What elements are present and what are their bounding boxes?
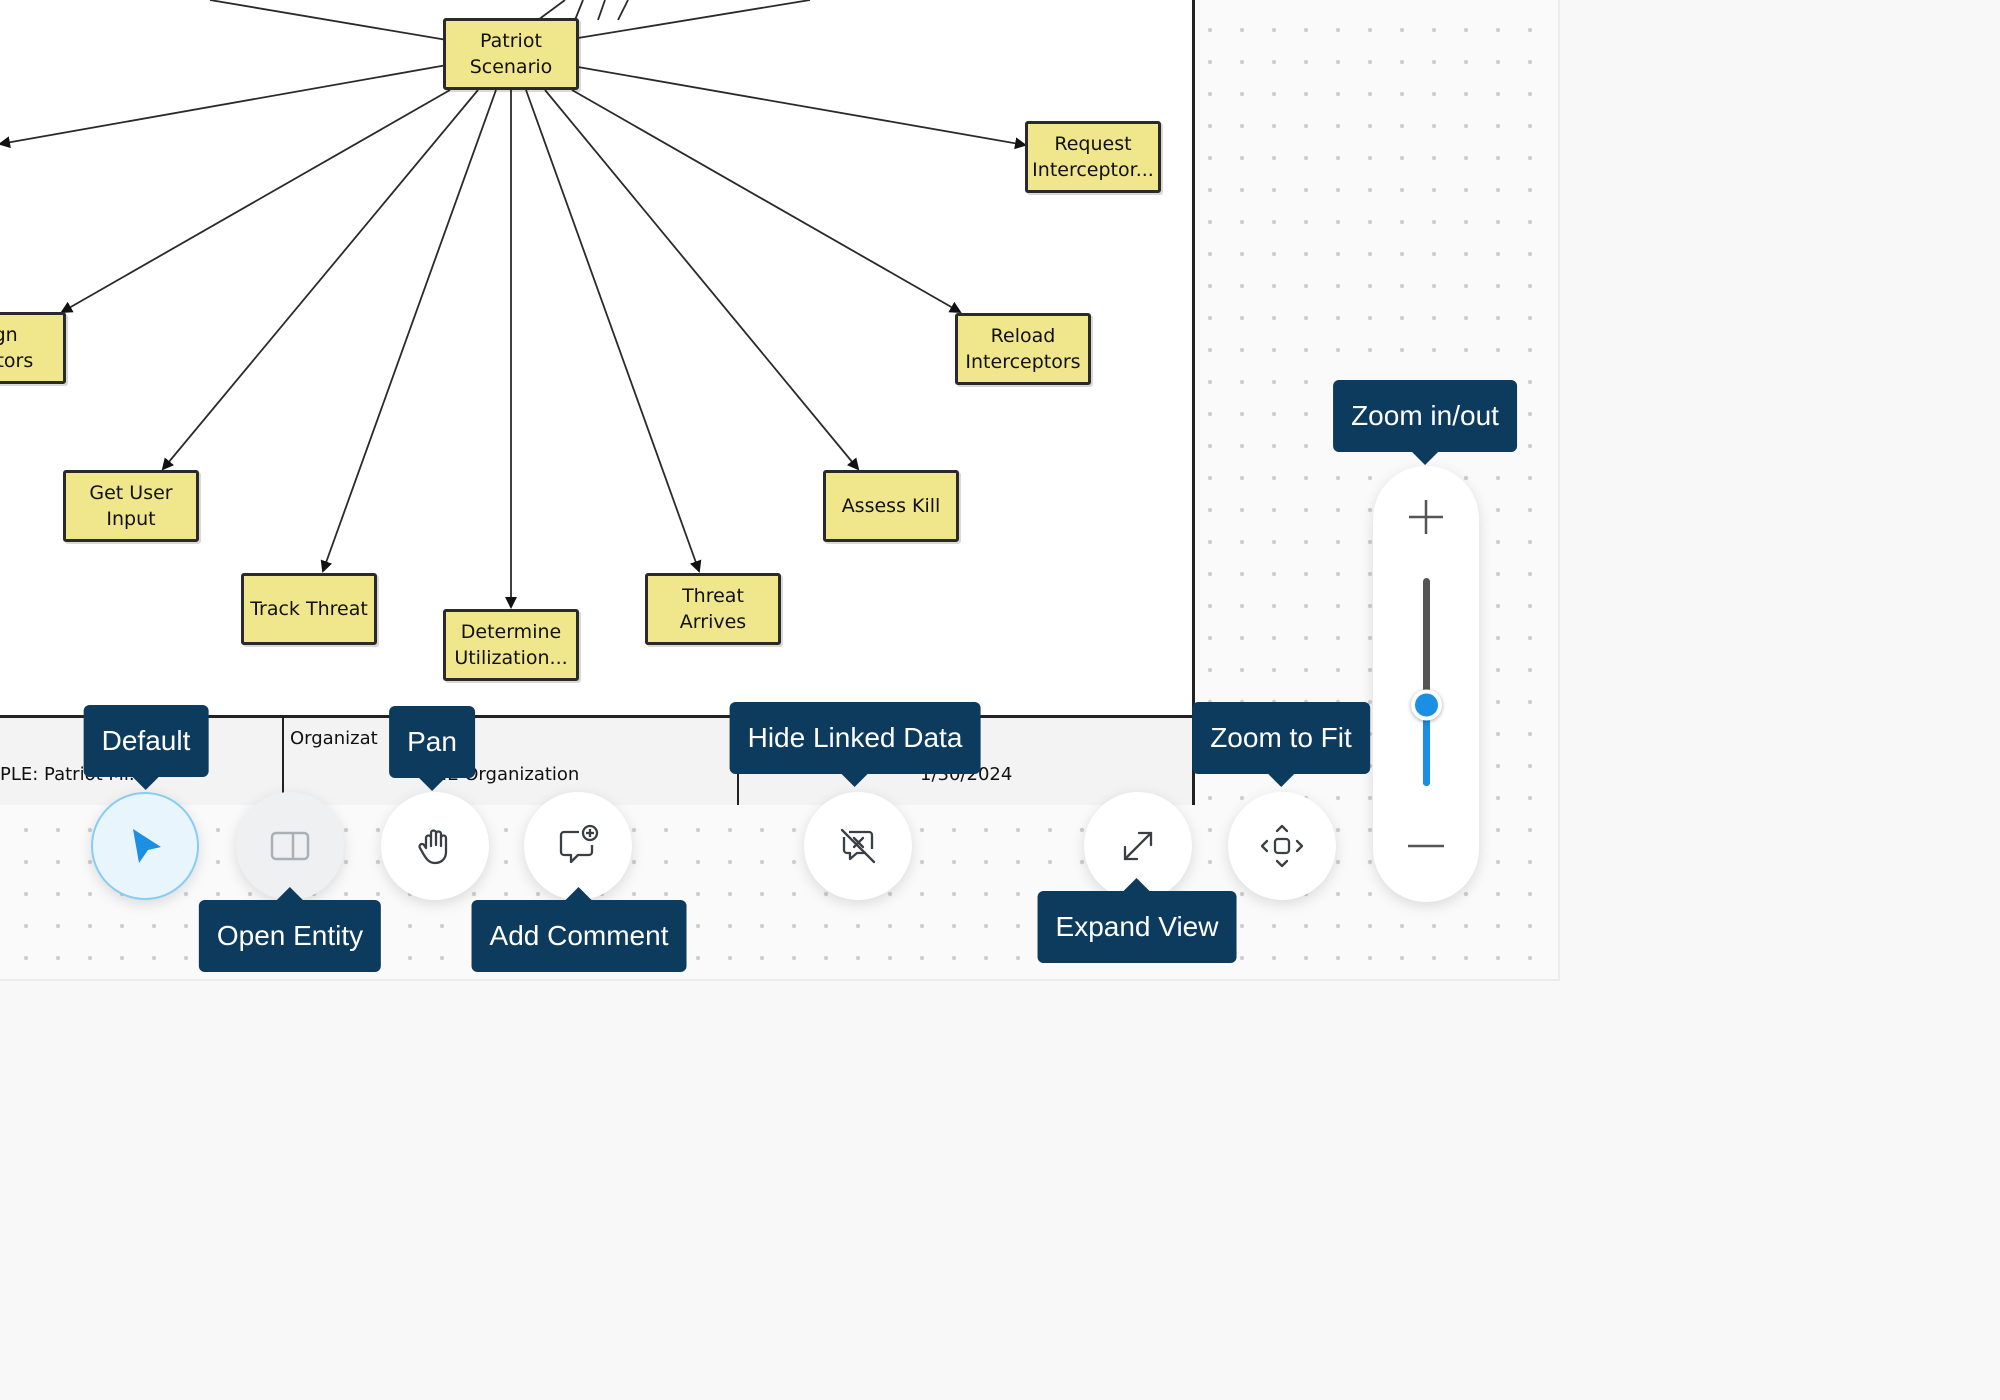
panel-icon [270,831,310,861]
cursor-pointer-icon [133,829,161,863]
comment-plus-icon [559,824,599,864]
add-comment-button[interactable] [524,792,632,900]
node-get-user-input[interactable]: Get User Input [63,470,199,542]
connector-line [209,0,448,41]
hide-linked-data-tooltip: Hide Linked Data [729,702,981,787]
hand-icon [418,829,448,865]
connector-arrow [60,89,451,313]
diagram-canvas[interactable]: Patriot Scenario Request Interceptor... … [0,0,1560,981]
zoom-control [1373,466,1479,902]
diagram-sheet: Patriot Scenario Request Interceptor... … [0,0,1195,805]
node-request-interceptor[interactable]: Request Interceptor... [1025,121,1161,193]
zoom-fit-icon [1260,824,1304,868]
zoom-to-fit-button[interactable] [1228,792,1336,900]
diagram-connectors [0,0,1027,609]
connector-line [577,0,811,39]
node-threat-arrives[interactable]: Threat Arrives [645,573,781,645]
expand-view-tooltip: Expand View [1037,878,1237,963]
connector-line [537,0,566,21]
minus-icon [1408,844,1444,848]
connector-arrow [525,89,702,573]
default-tooltip: Default [83,705,209,790]
zoom-slider-fill [1423,704,1430,786]
expand-diagonal-icon [1123,831,1153,861]
default-tool-button[interactable] [91,792,199,900]
hide-linked-data-button[interactable] [804,792,912,900]
node-assign-interceptors[interactable]: ign eptors [0,312,66,384]
open-entity-tooltip: Open Entity [198,887,382,972]
plus-icon [1409,500,1443,534]
connector-arrow [571,89,962,313]
pan-tool-button[interactable] [381,792,489,900]
hide-linked-data-icon [840,828,876,864]
connector-arrow [544,89,860,471]
title-block-org-label: Organizat [290,728,378,749]
open-entity-button[interactable] [236,792,344,900]
zoom-slider[interactable] [1411,578,1442,786]
zoom-slider-thumb[interactable] [1411,689,1442,721]
connector-arrow [0,64,448,149]
node-patriot-scenario[interactable]: Patriot Scenario [443,18,579,90]
zoom-in-button[interactable] [1392,483,1460,551]
node-determine-utilization[interactable]: Determine Utilization... [443,609,579,681]
pan-tooltip: Pan [389,706,475,791]
zoom-tooltip: Zoom in/out [1333,380,1517,465]
connector-arrow [320,89,497,573]
node-track-threat[interactable]: Track Threat [241,573,377,645]
node-assess-kill[interactable]: Assess Kill [823,470,959,542]
add-comment-tooltip: Add Comment [471,887,687,972]
zoom-out-button[interactable] [1392,812,1460,880]
connector-arrow [161,89,479,471]
connector-line [574,0,584,21]
connector-arrow [577,66,1027,150]
node-reload-interceptors[interactable]: Reload Interceptors [955,313,1091,385]
zoom-to-fit-tooltip: Zoom to Fit [1192,702,1370,787]
connector-line [617,0,629,21]
connector-line [597,0,606,21]
